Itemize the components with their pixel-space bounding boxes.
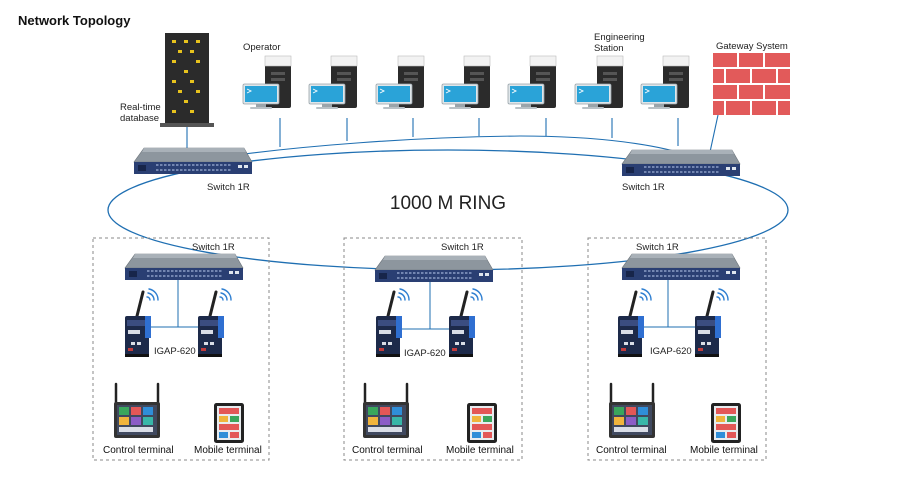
cell-boundary bbox=[343, 237, 523, 461]
cell-switch-label: Switch 1R bbox=[192, 242, 235, 253]
gateway-device-label: IGAP-620 bbox=[154, 346, 196, 357]
gateway-device-icon bbox=[447, 287, 484, 359]
mobile-terminal-icon bbox=[711, 403, 741, 443]
control-terminal-label: Control terminal bbox=[596, 445, 667, 456]
workstation-icon bbox=[640, 55, 690, 110]
workstation-icon bbox=[441, 55, 491, 110]
mobile-terminal-label: Mobile terminal bbox=[690, 445, 758, 456]
server-led bbox=[184, 100, 188, 103]
field-cell-1: Switch 1R IGAP-620 Control terminal Mobi… bbox=[92, 237, 270, 461]
cell-switch-icon bbox=[374, 255, 494, 283]
server-led bbox=[196, 90, 200, 93]
gateway-system-label: Gateway System bbox=[716, 41, 788, 52]
cell-switch-label: Switch 1R bbox=[636, 242, 679, 253]
mobile-terminal-label: Mobile terminal bbox=[194, 445, 262, 456]
workstation-icon bbox=[574, 55, 624, 110]
operator-label: Operator bbox=[243, 42, 281, 53]
field-cell-3: Switch 1R IGAP-620 Control terminal Mobi… bbox=[587, 237, 767, 461]
workstation-icon bbox=[308, 55, 358, 110]
gateway-device-icon bbox=[693, 287, 730, 359]
workstation-row bbox=[242, 55, 690, 110]
engineering-label-line1: Engineering bbox=[594, 32, 645, 43]
control-terminal-label: Control terminal bbox=[103, 445, 174, 456]
server-led bbox=[178, 50, 182, 53]
cell-boundary bbox=[92, 237, 270, 461]
server-led bbox=[196, 40, 200, 43]
workstation-icon bbox=[375, 55, 425, 110]
right-switch-label: Switch 1R bbox=[622, 182, 665, 193]
gateway-device-icon bbox=[196, 287, 233, 359]
server-led bbox=[172, 40, 176, 43]
gateway-device-label: IGAP-620 bbox=[404, 348, 446, 359]
server-led bbox=[172, 60, 176, 63]
control-terminal-icon bbox=[607, 382, 657, 440]
right-core-switch-icon bbox=[621, 149, 741, 177]
engineering-label-line2: Station bbox=[594, 43, 624, 54]
left-core-switch-icon bbox=[133, 147, 253, 175]
page-title: Network Topology bbox=[18, 13, 131, 28]
mobile-terminal-icon bbox=[467, 403, 497, 443]
cell-links bbox=[145, 280, 205, 328]
cell-switch-icon bbox=[124, 253, 244, 281]
server-led bbox=[172, 80, 176, 83]
gateway-device-icon bbox=[616, 287, 653, 359]
server-led bbox=[178, 90, 182, 93]
server-led bbox=[190, 50, 194, 53]
cell-boundary bbox=[587, 237, 767, 461]
gateway-device-label: IGAP-620 bbox=[650, 346, 692, 357]
database-server-icon bbox=[160, 33, 214, 127]
database-label-line1: Real-time bbox=[120, 102, 161, 113]
server-led bbox=[190, 110, 194, 113]
gateway-device-icon bbox=[374, 287, 411, 359]
ring-label: 1000 M RING bbox=[390, 193, 506, 214]
server-led bbox=[184, 40, 188, 43]
workstation-icon bbox=[507, 55, 557, 110]
cell-switch-icon bbox=[621, 253, 741, 281]
mobile-terminal-icon bbox=[214, 403, 244, 443]
control-terminal-label: Control terminal bbox=[352, 445, 423, 456]
server-led bbox=[196, 60, 200, 63]
workstation-drops bbox=[186, 114, 719, 153]
control-terminal-icon bbox=[112, 382, 162, 440]
mobile-terminal-label: Mobile terminal bbox=[446, 445, 514, 456]
backbone-link bbox=[199, 135, 691, 161]
database-label-line2: database bbox=[120, 113, 159, 124]
workstation-icon bbox=[242, 55, 292, 110]
control-terminal-icon bbox=[361, 382, 411, 440]
server-led bbox=[190, 80, 194, 83]
server-led bbox=[184, 70, 188, 73]
left-switch-label: Switch 1R bbox=[207, 182, 250, 193]
cell-switch-label: Switch 1R bbox=[441, 242, 484, 253]
server-led bbox=[172, 110, 176, 113]
firewall-icon bbox=[713, 53, 790, 115]
field-cell-2: Switch 1R IGAP-620 Control terminal Mobi… bbox=[343, 237, 523, 461]
